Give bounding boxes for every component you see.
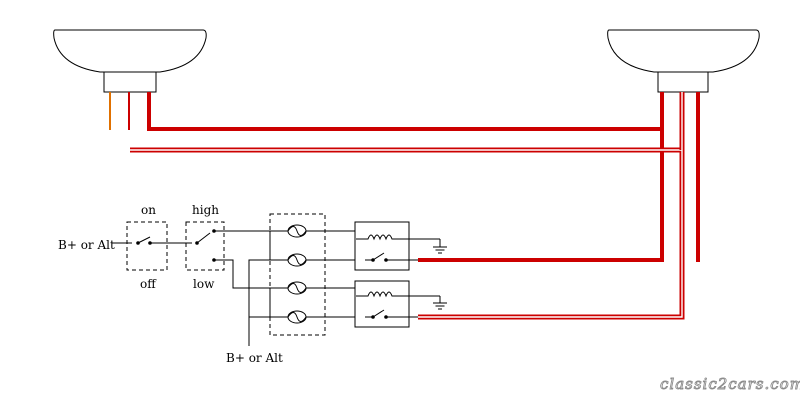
relay-high: [354, 221, 447, 271]
relay-low-coil: [356, 291, 408, 298]
low-output-wire: [214, 259, 280, 289]
power-label-left: B+ or Alt: [58, 238, 115, 252]
high-low-switch: high low: [185, 203, 225, 291]
left-headlamp-connector: [103, 71, 157, 93]
right-headlamp: [607, 29, 760, 93]
fuse-2: [280, 253, 365, 267]
relay-high-coil: [356, 234, 408, 241]
harness-wires: [130, 92, 700, 320]
left-headlamp: [53, 29, 207, 93]
on-off-switch: on off: [126, 203, 168, 291]
bottom-feed-wire: [248, 259, 280, 346]
switch-high-label: high: [192, 203, 219, 217]
low-branch-bottom: [269, 288, 280, 318]
switch-off-label: off: [140, 277, 157, 291]
high-beam-wire: [149, 127, 664, 262]
left-headlamp-leads: [109, 92, 151, 131]
low-beam-wire-core: [130, 149, 683, 318]
power-label-bottom: B+ or Alt: [226, 351, 283, 365]
fuse-1: [280, 224, 356, 238]
fuse-block: [269, 213, 365, 336]
on-off-switch-box: [126, 221, 168, 271]
switch-on-label: on: [141, 203, 156, 217]
fuse-4: [280, 310, 365, 324]
fuse-3: [280, 281, 356, 295]
relay-low: [354, 280, 447, 328]
relay-low-box: [354, 280, 410, 328]
right-headlamp-lens: [607, 29, 760, 73]
switch-low-label: low: [193, 277, 215, 291]
high-low-switch-box: [185, 221, 225, 271]
right-headlamp-connector: [657, 71, 709, 93]
watermark-text: classic2cars.com: [660, 375, 800, 393]
left-headlamp-lens: [53, 29, 207, 73]
fuse-block-box: [269, 213, 326, 336]
relay-high-box: [354, 221, 410, 271]
